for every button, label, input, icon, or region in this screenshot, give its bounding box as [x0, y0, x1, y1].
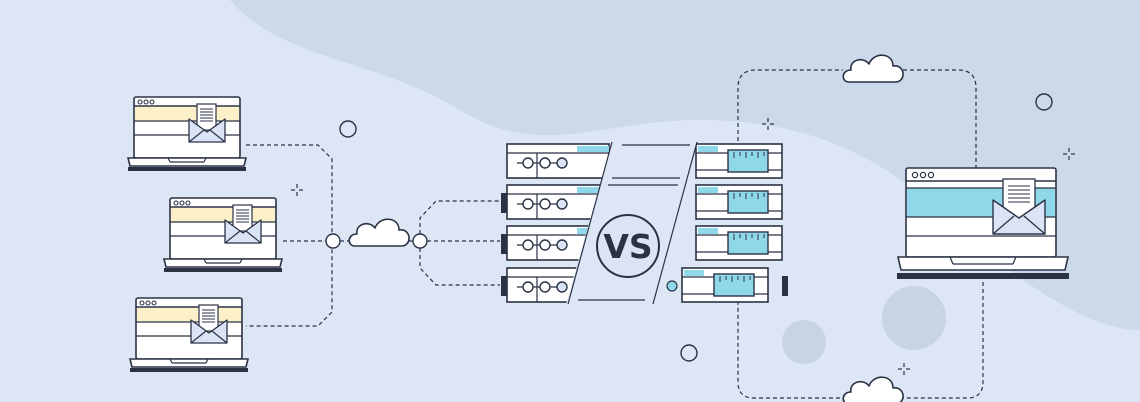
server-rack-right — [681, 143, 788, 303]
network-node — [325, 233, 341, 249]
right-network-lines — [737, 69, 984, 399]
decorative-circle — [339, 120, 357, 138]
decorative-circle — [680, 344, 698, 362]
vs-label: VS — [603, 227, 652, 266]
laptop-with-email-icon — [129, 297, 249, 373]
server-indicator — [666, 280, 678, 292]
decorative-blob-circle — [782, 320, 826, 364]
laptop-with-email-icon — [163, 197, 283, 273]
background-blob — [230, 0, 1140, 330]
decorative-blob-circle — [882, 286, 946, 350]
divider-lines — [567, 141, 698, 305]
vs-badge — [596, 214, 660, 278]
laptop-with-email-icon — [896, 167, 1070, 279]
decorative-circle — [1035, 93, 1053, 111]
laptop-with-email-icon — [127, 96, 247, 172]
network-node — [412, 233, 428, 249]
server-rack-left — [501, 143, 610, 303]
